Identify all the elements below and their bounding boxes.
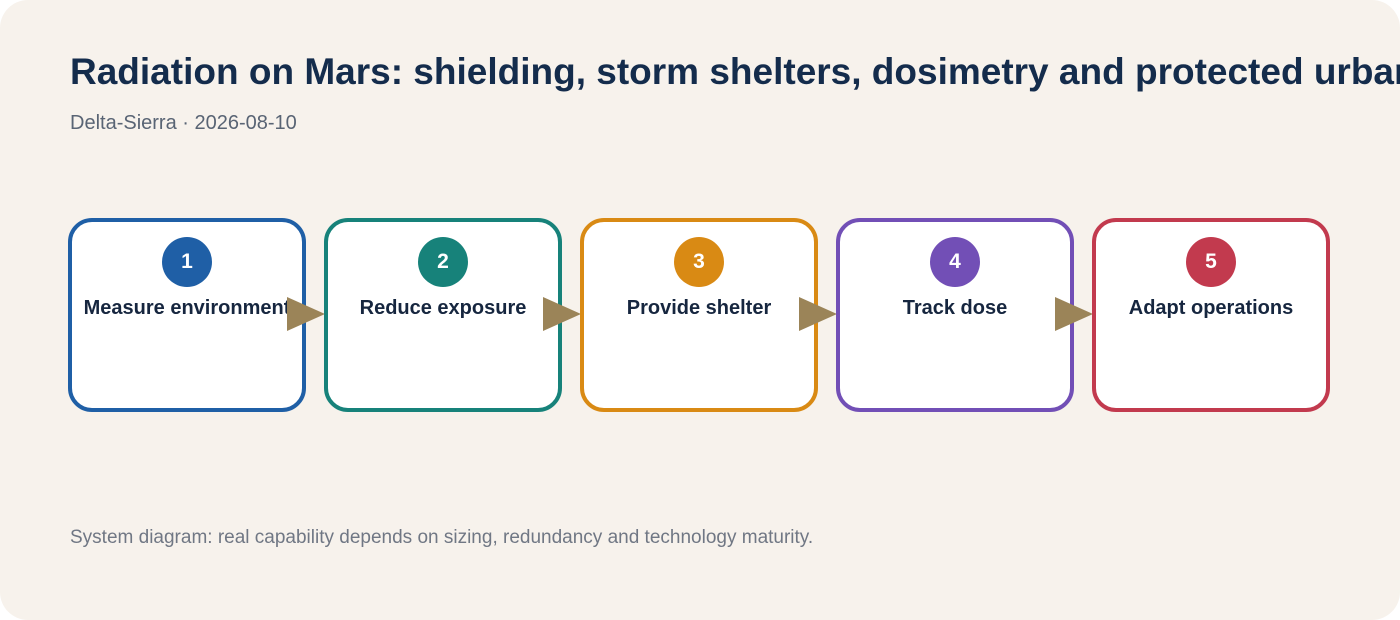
flow-arrow-3 xyxy=(799,297,837,331)
step-label-1: Measure environment xyxy=(83,297,291,319)
step-box-2: 2 Reduce exposure xyxy=(324,218,562,412)
flow-arrow-4 xyxy=(1055,297,1093,331)
step-number-badge-1: 1 xyxy=(162,237,212,287)
step-box-4: 4 Track dose xyxy=(836,218,1074,412)
flow-arrow-1 xyxy=(287,297,325,331)
step-box-1: 1 Measure environment xyxy=(68,218,306,412)
step-number-badge-4: 4 xyxy=(930,237,980,287)
footer-note: System diagram: real capability depends … xyxy=(70,527,814,548)
page-title: Radiation on Mars: shielding, storm shel… xyxy=(70,51,1400,92)
step-label-5: Adapt operations xyxy=(1128,297,1294,319)
step-label-4: Track dose xyxy=(902,297,1008,319)
step-label-2: Reduce exposure xyxy=(359,297,527,319)
flow-arrow-2 xyxy=(543,297,581,331)
page-subtitle: Delta-Sierra · 2026-08-10 xyxy=(70,112,297,134)
step-number-badge-2: 2 xyxy=(418,237,468,287)
step-number-badge-5: 5 xyxy=(1186,237,1236,287)
step-box-5: 5 Adapt operations xyxy=(1092,218,1330,412)
step-number-badge-3: 3 xyxy=(674,237,724,287)
step-box-3: 3 Provide shelter xyxy=(580,218,818,412)
step-label-3: Provide shelter xyxy=(626,297,772,319)
